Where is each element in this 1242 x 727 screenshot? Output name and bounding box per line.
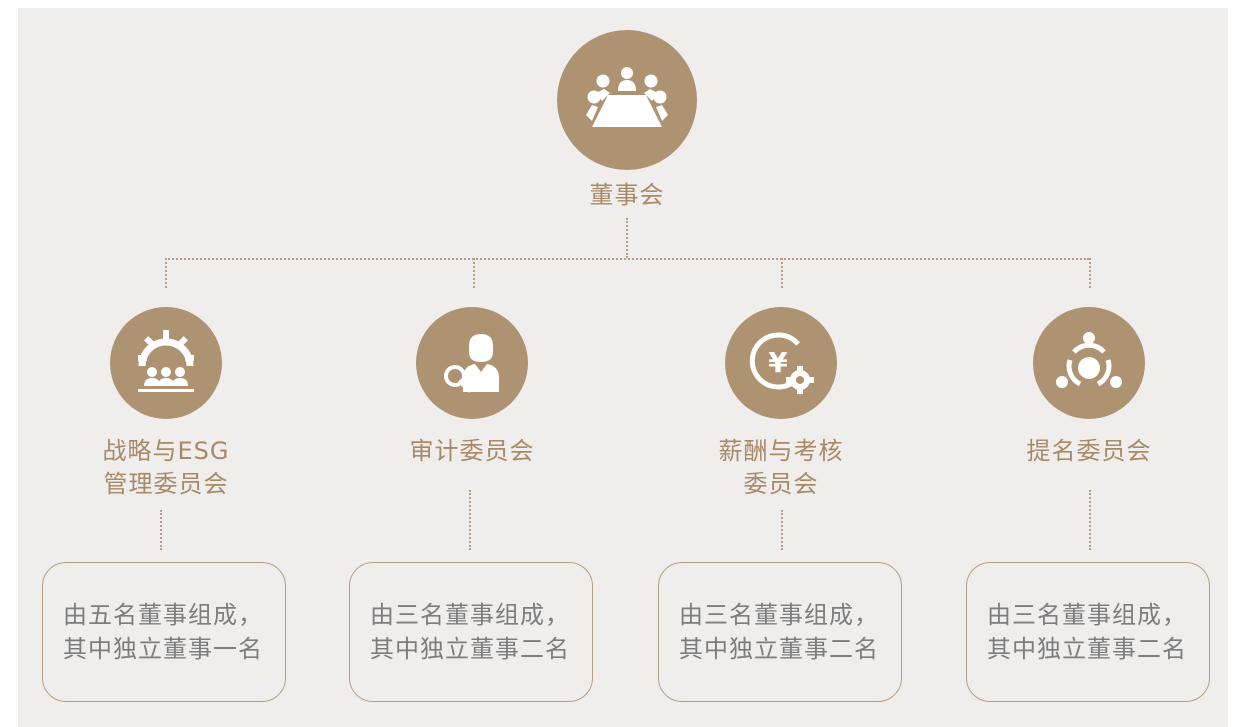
board-label: 董事会	[527, 179, 727, 212]
committee-2-desc-line-2: 其中独立董事二名	[370, 635, 570, 663]
people-circle-icon	[1056, 332, 1122, 388]
boardroom-meeting-icon	[586, 67, 668, 127]
connector-board-down	[626, 218, 628, 258]
committee-2-desc-card: 由三名董事组成， 其中独立董事二名	[349, 562, 593, 702]
connector-to-committee-1	[165, 258, 167, 288]
connector-horizontal	[165, 258, 1089, 260]
committee-3-label-line-2: 委员会	[743, 470, 819, 498]
committee-4-desc-line-2: 其中独立董事二名	[987, 635, 1187, 663]
committee-1-desc-line-1: 由五名董事组成，	[63, 601, 263, 629]
committee-3-node: ¥	[725, 307, 837, 419]
committee-1-desc-card: 由五名董事组成， 其中独立董事一名	[42, 562, 286, 702]
committee-1-node	[110, 307, 222, 419]
gear-group-icon	[138, 330, 194, 392]
committee-4-label: 提名委员会	[989, 435, 1189, 468]
committee-1-label-line-1: 战略与ESG	[102, 437, 230, 465]
committee-3-desc-line-1: 由三名董事组成，	[679, 601, 879, 629]
connector-to-committee-4	[1089, 258, 1091, 288]
committee-3-desc-line-2: 其中独立董事二名	[679, 635, 879, 663]
svg-text:¥: ¥	[768, 346, 788, 379]
committee-1-desc-line-2: 其中独立董事一名	[63, 635, 263, 663]
committee-2-node	[416, 307, 528, 419]
board-node	[557, 30, 697, 170]
auditor-magnifier-icon	[444, 334, 499, 393]
connector-committee-3-desc	[781, 510, 783, 550]
committee-3-label: 薪酬与考核 委员会	[681, 435, 881, 501]
committee-3-desc-card: 由三名董事组成， 其中独立董事二名	[658, 562, 902, 702]
committee-2-label: 审计委员会	[372, 435, 572, 468]
connector-committee-4-desc	[1089, 490, 1091, 550]
committee-2-label-line-1: 审计委员会	[409, 437, 535, 465]
connector-committee-2-desc	[469, 490, 471, 550]
committee-1-label: 战略与ESG 管理委员会	[66, 435, 266, 501]
yuan-coin-gear-icon: ¥	[749, 332, 814, 394]
connector-to-committee-2	[473, 258, 475, 288]
committee-2-desc-line-1: 由三名董事组成，	[370, 601, 570, 629]
committee-1-label-line-2: 管理委员会	[103, 470, 229, 498]
committee-4-desc-line-1: 由三名董事组成，	[987, 601, 1187, 629]
board-label-text: 董事会	[589, 181, 665, 209]
committee-4-desc-card: 由三名董事组成， 其中独立董事二名	[966, 562, 1210, 702]
connector-committee-1-desc	[160, 510, 162, 550]
committee-3-label-line-1: 薪酬与考核	[718, 437, 844, 465]
committee-4-label-line-1: 提名委员会	[1026, 437, 1152, 465]
committee-4-node	[1033, 307, 1145, 419]
connector-to-committee-3	[781, 258, 783, 288]
